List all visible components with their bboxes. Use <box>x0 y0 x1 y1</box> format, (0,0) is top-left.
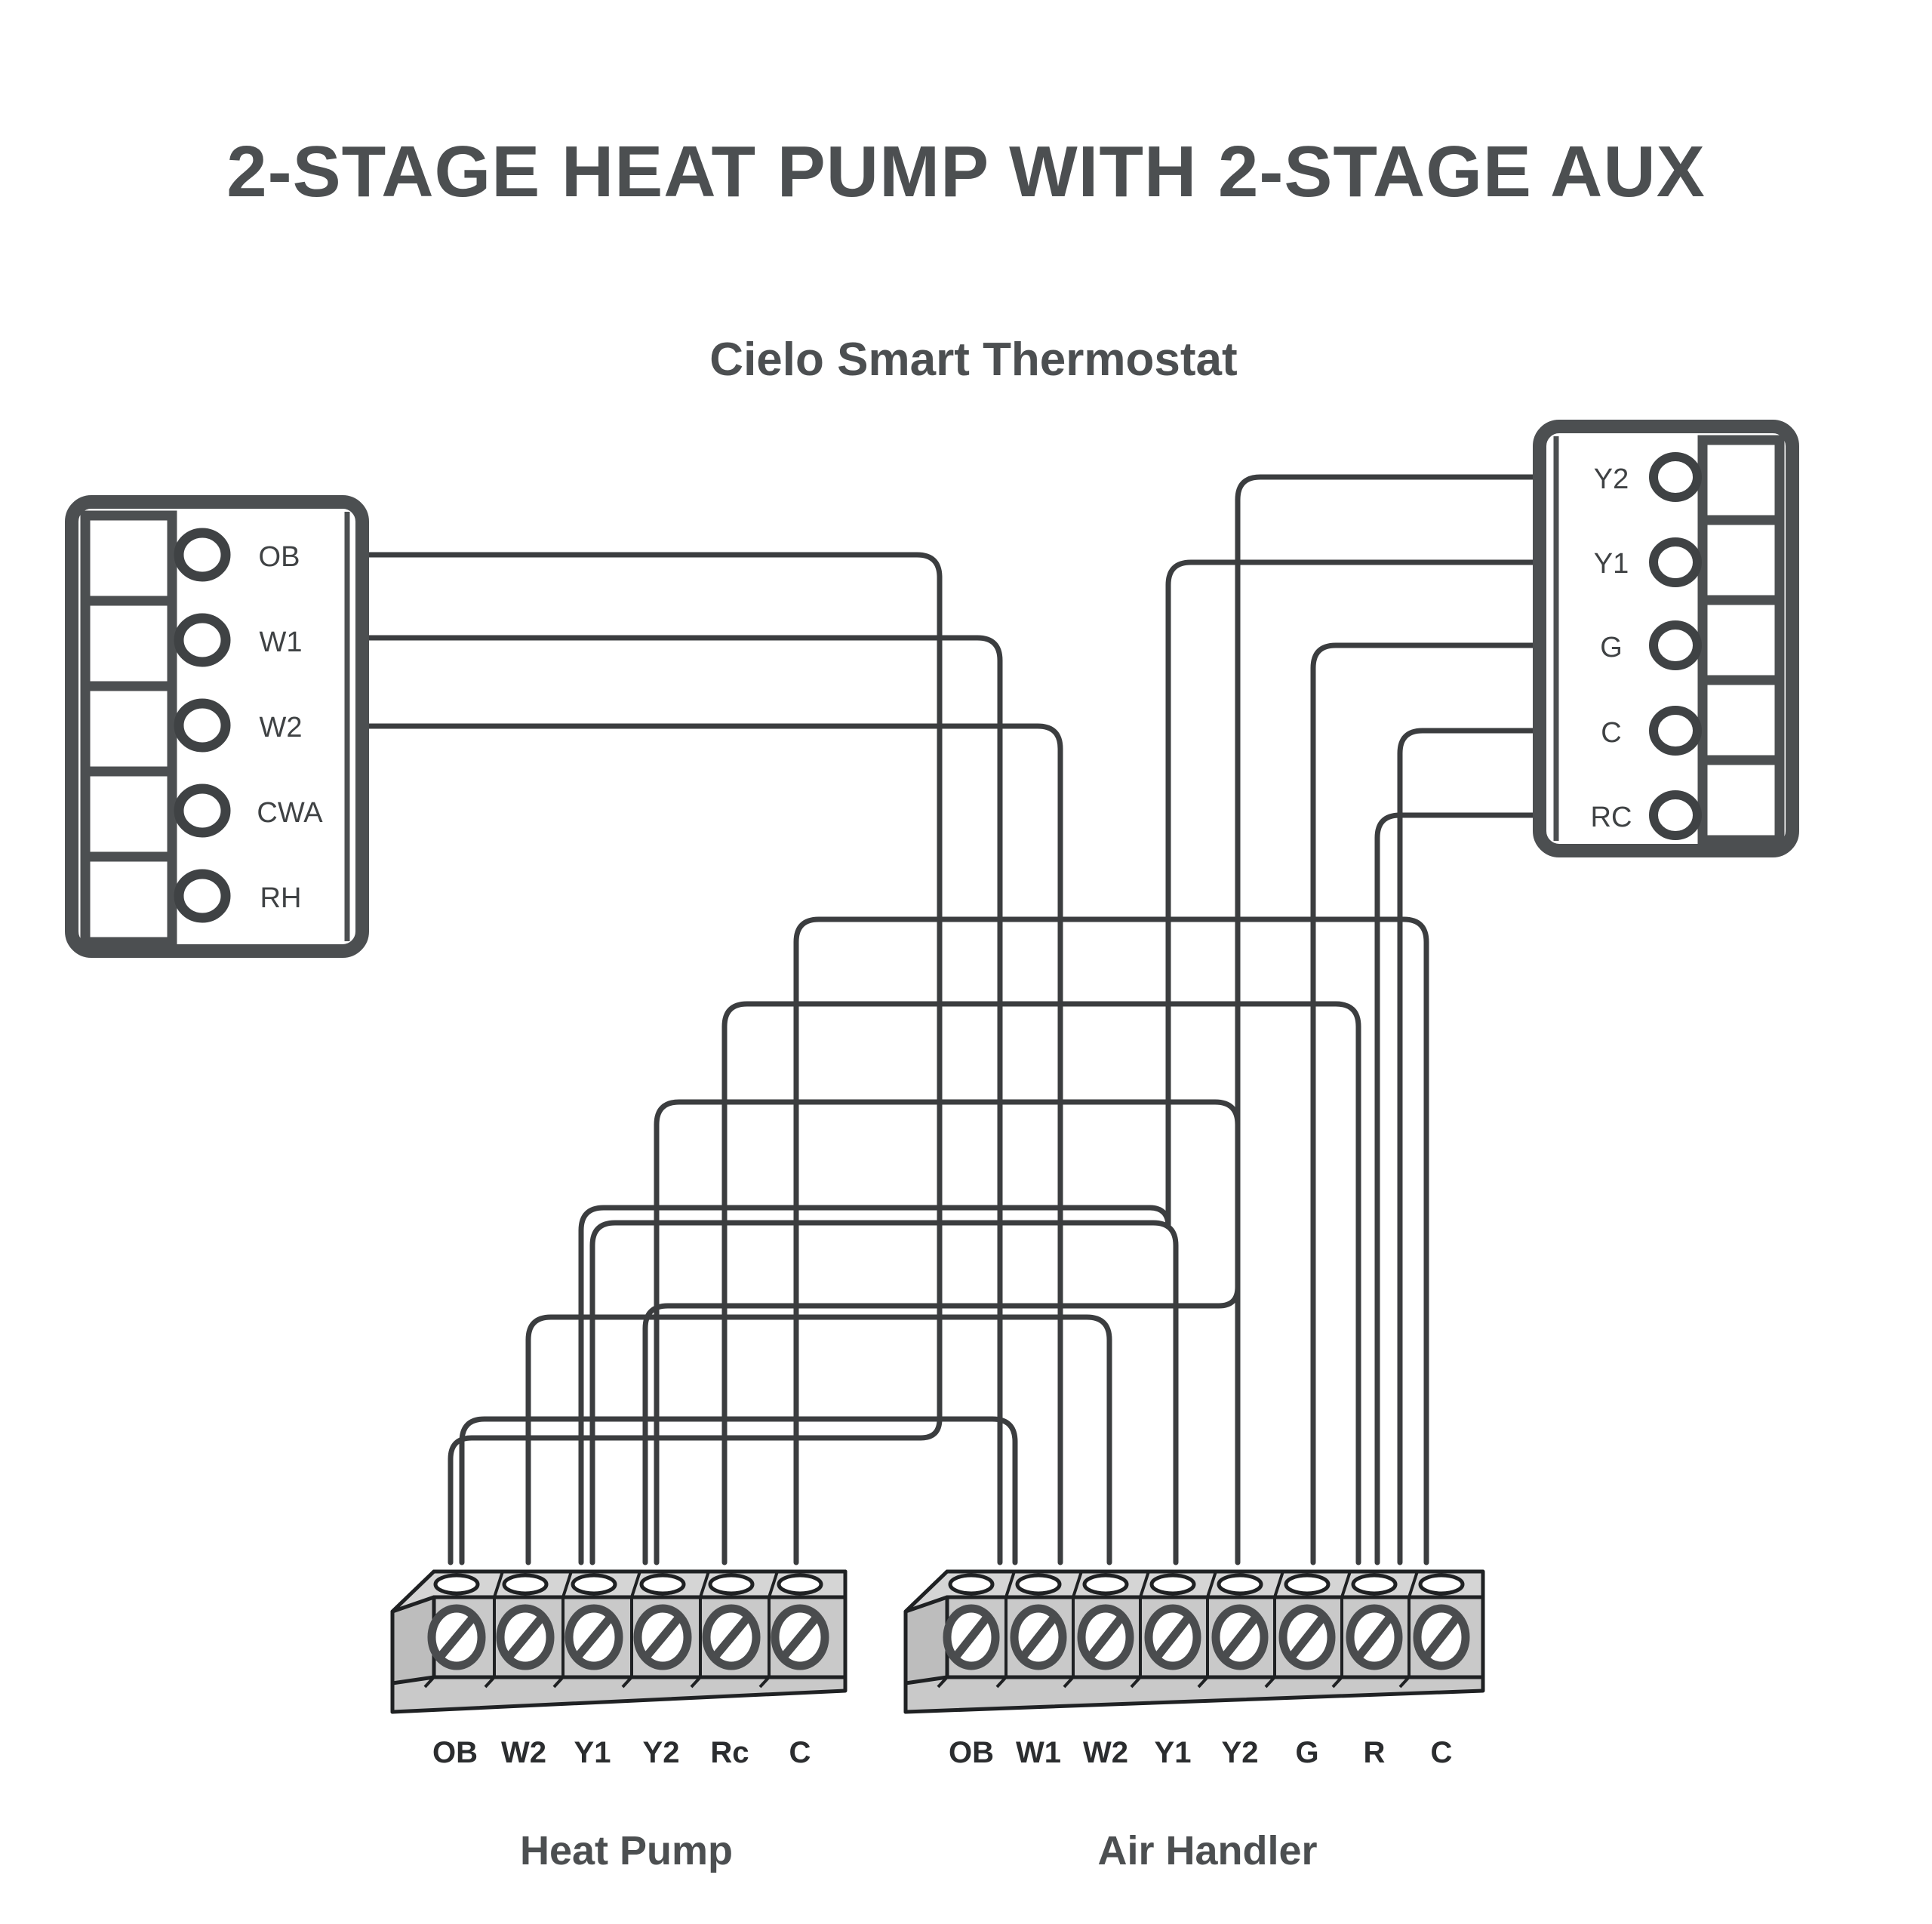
terminal-circle-icon <box>1649 452 1702 502</box>
wire-heatpump-c-to-airhandler-c <box>793 916 1429 1565</box>
terminal-label: Y2 <box>1594 463 1629 495</box>
air-handler-wire-holes <box>948 1573 1465 1596</box>
air-handler-terminal-label-6: R <box>1364 1736 1386 1769</box>
wire-thermostat-ob-to-heatpump-ob <box>359 552 943 1565</box>
terminal-label: OB <box>259 541 300 573</box>
terminal-label: C <box>1601 717 1621 749</box>
right-panel-terminal-y2[interactable]: Y2 <box>1594 452 1702 502</box>
wire-thermostat-y1-to-heatpump-y1 <box>578 559 1543 1565</box>
heat-pump-terminal-label-3: Y2 <box>643 1736 680 1769</box>
wire-thermostat-rc-to-airhandler-r <box>1374 812 1543 1565</box>
terminal-label: W1 <box>260 626 303 658</box>
terminal-circle-icon <box>1649 620 1702 670</box>
terminal-circle-icon <box>1649 537 1702 587</box>
left-panel-terminal-rh[interactable]: RH <box>174 869 302 923</box>
terminal-circle-icon <box>174 869 231 923</box>
air-handler-terminal-label-7: C <box>1431 1736 1453 1769</box>
terminal-label: RH <box>260 882 302 914</box>
thermostat-right-terminal-panel[interactable]: Y2 Y1 G C RC <box>1533 420 1799 857</box>
air-handler-terminal-label-0: OB <box>949 1736 994 1769</box>
air-handler-terminal-block[interactable]: OB W1 W2 Y1 Y2 G R C <box>903 1569 1485 1769</box>
air-handler-terminal-label-5: G <box>1295 1736 1318 1769</box>
air-handler-terminal-label-1: W1 <box>1016 1736 1061 1769</box>
terminal-label: CWA <box>257 797 323 829</box>
terminal-circle-icon <box>174 783 231 838</box>
wire-bundle <box>359 474 1543 1565</box>
heat-pump-terminal-label-2: Y1 <box>574 1736 611 1769</box>
left-panel-terminal-ob[interactable]: OB <box>174 528 300 582</box>
terminal-circle-icon <box>174 528 231 582</box>
wire-thermostat-c-to-airhandler-c <box>1397 728 1543 1565</box>
thermostat-left-terminal-panel[interactable]: OB W1 W2 CWA RH <box>65 495 369 958</box>
wire-heatpump-w2-to-airhandler-w2 <box>525 1314 1112 1565</box>
air-handler-screws <box>943 1604 1470 1670</box>
terminal-circle-icon <box>174 698 231 753</box>
wire-thermostat-y2-to-heatpump-y2 <box>642 474 1543 1565</box>
right-panel-terminal-y1[interactable]: Y1 <box>1594 537 1702 587</box>
wire-thermostat-w2-to-airhandler-w2 <box>359 723 1063 1565</box>
air-handler-cell-separators <box>937 1571 1419 1689</box>
heat-pump-device-label: Heat Pump <box>520 1828 733 1873</box>
terminal-circle-icon <box>174 613 231 667</box>
left-panel-terminal-w2[interactable]: W2 <box>174 698 303 753</box>
terminal-label: W2 <box>260 712 303 743</box>
right-panel-terminal-g[interactable]: G <box>1600 620 1702 670</box>
wire-heatpump-y2-to-airhandler-y2 <box>654 1099 1241 1565</box>
wire-thermostat-w1-to-airhandler-w1 <box>359 635 1003 1565</box>
heat-pump-cell-separators <box>423 1571 779 1689</box>
heat-pump-terminal-block[interactable]: OB W2 Y1 Y2 Rc C <box>390 1569 848 1769</box>
left-panel-terminal-cwa[interactable]: CWA <box>174 783 323 838</box>
left-panel-terminal-w1[interactable]: W1 <box>174 613 303 667</box>
wire-heatpump-rc-to-airhandler-r <box>721 1001 1361 1565</box>
heat-pump-screws <box>427 1604 829 1670</box>
heat-pump-terminal-label-4: Rc <box>710 1736 749 1769</box>
heat-pump-terminal-label-5: C <box>789 1736 811 1769</box>
heat-pump-wire-holes <box>433 1573 823 1596</box>
terminal-circle-icon <box>1649 790 1702 840</box>
wire-thermostat-g-to-airhandler-g <box>1310 642 1543 1565</box>
air-handler-terminal-label-2: W2 <box>1083 1736 1128 1769</box>
air-handler-terminal-label-4: Y2 <box>1222 1736 1259 1769</box>
terminal-circle-icon <box>1649 706 1702 756</box>
right-panel-terminal-rc[interactable]: RC <box>1591 790 1702 840</box>
page-title: 2-STAGE HEAT PUMP WITH 2-STAGE AUX <box>226 131 1705 212</box>
air-handler-device-label: Air Handler <box>1097 1828 1317 1873</box>
left-panel-slot-column <box>80 510 177 947</box>
wire-heatpump-y1-to-airhandler-y1 <box>589 1220 1179 1565</box>
terminal-label: Y1 <box>1594 548 1629 580</box>
heat-pump-terminal-label-0: OB <box>432 1736 478 1769</box>
right-panel-slot-column <box>1697 435 1785 845</box>
wire-heatpump-ob-to-airhandler-ob <box>459 1416 1018 1565</box>
right-panel-terminal-c[interactable]: C <box>1601 706 1702 756</box>
heat-pump-terminal-label-1: W2 <box>501 1736 546 1769</box>
terminal-label: RC <box>1591 802 1632 833</box>
terminal-label: G <box>1600 632 1623 663</box>
air-handler-terminal-label-3: Y1 <box>1155 1736 1192 1769</box>
thermostat-subtitle: Cielo Smart Thermostat <box>709 334 1237 386</box>
